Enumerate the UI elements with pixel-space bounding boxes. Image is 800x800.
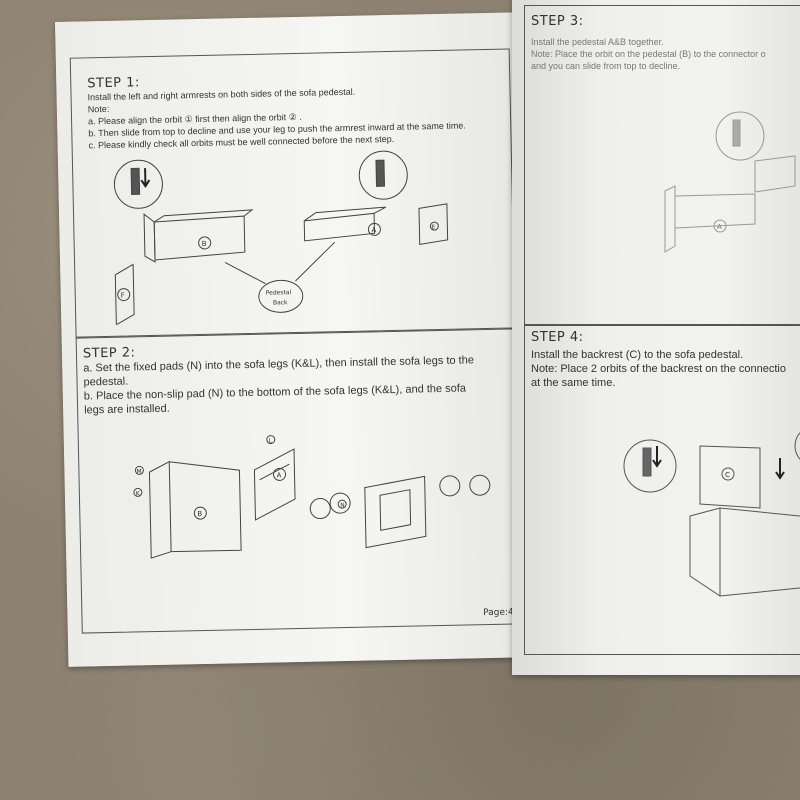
step4-line: Install the backrest (C) to the sofa ped… bbox=[531, 349, 744, 361]
label-e: E bbox=[431, 224, 435, 231]
instruction-page-right: STEP 3: Install the pedestal A&B togethe… bbox=[512, 0, 800, 675]
label-f: F bbox=[121, 292, 125, 300]
label-b: B bbox=[197, 510, 202, 518]
step3-line: Note: Place the orbit on the pedestal (B… bbox=[531, 49, 766, 59]
label-a: A bbox=[276, 471, 281, 479]
step3-line: and you can slide from top to decline. bbox=[531, 61, 681, 71]
step3-line: Install the pedestal A&B together. bbox=[531, 37, 664, 47]
step3-text: Install the pedestal A&B together. Note:… bbox=[531, 36, 766, 72]
step3-title: STEP 3: bbox=[531, 14, 584, 29]
step4-title: STEP 4: bbox=[531, 330, 584, 345]
label-n: N bbox=[340, 502, 345, 509]
label-k: K bbox=[136, 490, 141, 497]
step2-panel: STEP 2: a. Set the fixed pads (N) into t… bbox=[75, 328, 532, 634]
step3-diagram: A bbox=[664, 111, 796, 253]
step4-text: Install the backrest (C) to the sofa ped… bbox=[531, 348, 786, 390]
step4-panel: STEP 4: Install the backrest (C) to the … bbox=[524, 325, 800, 655]
step1-diagram: B F A E Pedestal Back bbox=[113, 150, 449, 326]
pedestal-b-shape bbox=[153, 215, 246, 261]
label-m: M bbox=[136, 468, 141, 475]
pedestal-label: Pedestal bbox=[266, 289, 292, 297]
instruction-page-left: STEP 1: Install the left and right armre… bbox=[55, 12, 539, 667]
armrest-f bbox=[114, 263, 135, 326]
label-a: A bbox=[371, 226, 376, 234]
step4-line: Note: Place 2 orbits of the backrest on … bbox=[531, 363, 786, 375]
step4-line: at the same time. bbox=[531, 377, 616, 389]
label-b: B bbox=[202, 240, 207, 248]
label-c: C bbox=[725, 471, 730, 479]
step1-panel: STEP 1: Install the left and right armre… bbox=[69, 48, 516, 338]
detail-circle-left bbox=[113, 159, 163, 209]
step4-diagram: C bbox=[623, 432, 800, 597]
label-a: A bbox=[717, 223, 722, 231]
back-label: Back bbox=[273, 299, 288, 306]
label-l: L bbox=[269, 438, 273, 445]
step2-text: a. Set the fixed pads (N) into the sofa … bbox=[83, 352, 520, 417]
step2-diagram: B M K A L N bbox=[133, 435, 491, 559]
step3-panel: STEP 3: Install the pedestal A&B togethe… bbox=[524, 5, 800, 325]
pedestal-back-callout bbox=[258, 279, 304, 313]
